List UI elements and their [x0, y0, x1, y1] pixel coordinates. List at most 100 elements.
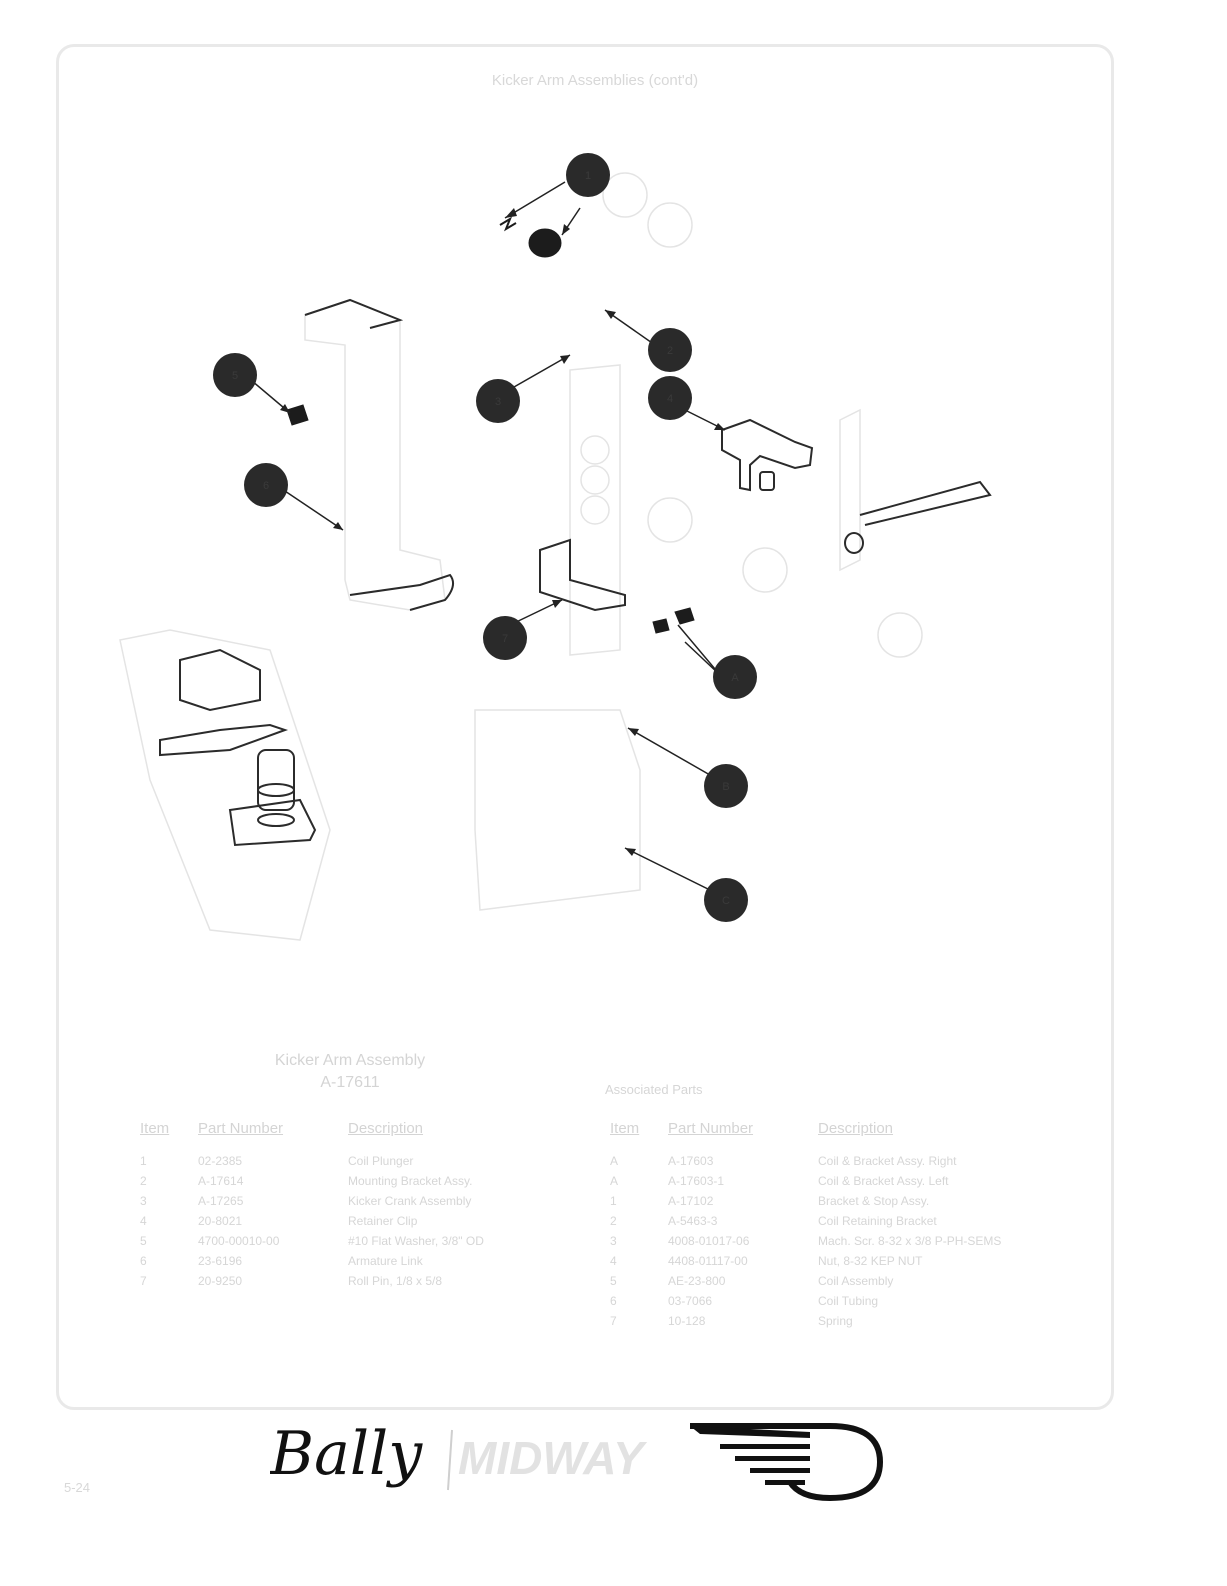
cell-part-number: A-17102	[668, 1194, 714, 1208]
page-frame	[56, 44, 1114, 1410]
header-part-number: Part Number	[668, 1120, 754, 1137]
cell-part-number: 10-128	[668, 1314, 706, 1328]
cell-item: A	[610, 1174, 619, 1188]
cell-item: 5	[140, 1234, 147, 1248]
cell-description: Retainer Clip	[348, 1214, 418, 1228]
callout-label: 2	[667, 345, 673, 357]
cell-description: Coil & Bracket Assy. Left	[818, 1174, 949, 1188]
table-row: 3 A-17265 Kicker Crank Assembly	[140, 1191, 484, 1211]
table-row: 1 A-17102 Bracket & Stop Assy.	[610, 1191, 1001, 1211]
callout-ball	[566, 153, 610, 197]
bally-midway-logo: Bally MIDWAY	[270, 1419, 884, 1502]
cell-description: Kicker Crank Assembly	[348, 1194, 472, 1208]
cell-description: Coil Assembly	[818, 1274, 894, 1288]
cell-description: Mounting Bracket Assy.	[348, 1174, 473, 1188]
table-row: 6 23-6196 Armature Link	[140, 1251, 484, 1271]
callout-label: 5	[232, 370, 238, 382]
parts-table: Item Part Number Description 1 02-2385 Coi…	[140, 1120, 484, 1291]
cell-item: 3	[610, 1234, 617, 1248]
callout-ball	[704, 878, 748, 922]
cell-item: 1	[610, 1194, 617, 1208]
cell-part-number: 4408-01117-00	[668, 1254, 748, 1268]
cell-description: Coil & Bracket Assy. Right	[818, 1154, 957, 1168]
assembly-title: Kicker Arm Assembly A-17611	[200, 1050, 500, 1094]
leader-arrowheads	[280, 208, 725, 856]
dark-parts	[286, 216, 695, 634]
cell-part-number: A-17603-1	[668, 1174, 725, 1188]
cell-part-number: 4700-00010-00	[198, 1234, 280, 1248]
cell-item: 2	[610, 1214, 617, 1228]
cell-item: 2	[140, 1174, 147, 1188]
callout-ball	[244, 463, 288, 507]
cell-item: 7	[140, 1274, 147, 1288]
cell-part-number: 23-6196	[198, 1254, 243, 1268]
cell-part-number: 02-2385	[198, 1154, 243, 1168]
parts-table-header: Item Part Number Description	[140, 1120, 484, 1151]
cell-description: #10 Flat Washer, 3/8" OD	[348, 1234, 484, 1248]
cell-description: Mach. Scr. 8-32 x 3/8 P-PH-SEMS	[818, 1234, 1002, 1248]
page-number: 5-24	[64, 1480, 91, 1495]
bally-logo-text: Bally	[270, 1419, 423, 1489]
cell-item: 1	[140, 1154, 147, 1168]
cell-description: Coil Retaining Bracket	[818, 1214, 937, 1228]
callout-ball	[704, 764, 748, 808]
cell-item: 6	[140, 1254, 147, 1268]
callout-ball	[648, 376, 692, 420]
header-description: Description	[818, 1120, 894, 1137]
cell-description: Nut, 8-32 KEP NUT	[818, 1254, 923, 1268]
callout-label: 4	[667, 393, 673, 405]
line-parts	[159, 298, 992, 847]
midway-wing-logo	[690, 1423, 884, 1502]
cell-part-number: A-17265	[198, 1194, 244, 1208]
faint-parts-drawing	[119, 172, 923, 941]
table-row: 5 4700-00010-00 #10 Flat Washer, 3/8" OD	[140, 1231, 484, 1251]
header-item: Item	[140, 1120, 170, 1137]
assembly-part-number: A-17611	[320, 1074, 380, 1091]
table-row: 5 AE-23-800 Coil Assembly	[610, 1271, 1001, 1291]
table-row: 1 02-2385 Coil Plunger	[140, 1151, 484, 1171]
cell-item: 4	[610, 1254, 617, 1268]
header-part-number: Part Number	[198, 1120, 284, 1137]
associated-parts-body: A A-17603 Coil & Bracket Assy. Right A A-176…	[610, 1151, 1001, 1331]
cell-item: 4	[140, 1214, 147, 1228]
table-row: 7 20-9250 Roll Pin, 1/8 x 5/8	[140, 1271, 484, 1291]
callout-label: 7	[502, 633, 508, 645]
table-row: 6 03-7066 Coil Tubing	[610, 1291, 1001, 1311]
cell-part-number: 20-9250	[198, 1274, 243, 1288]
callout-ball	[713, 655, 757, 699]
associated-parts-header: Item Part Number Description	[610, 1120, 1001, 1151]
assembly-name: Kicker Arm Assembly	[274, 1052, 426, 1069]
cell-part-number: A-17603	[668, 1154, 714, 1168]
callout-label: 1	[585, 170, 591, 182]
table-row: 4 4408-01117-00 Nut, 8-32 KEP NUT	[610, 1251, 1001, 1271]
cell-item: 7	[610, 1314, 617, 1328]
cell-item: 6	[610, 1294, 617, 1308]
callout-balls	[213, 153, 757, 922]
callout-label: B	[722, 781, 729, 793]
callout-ball	[648, 328, 692, 372]
callout-label: C	[722, 895, 730, 907]
cell-part-number: AE-23-800	[668, 1274, 726, 1288]
midway-logo-text: MIDWAY	[458, 1432, 648, 1484]
cell-item: 3	[140, 1194, 147, 1208]
cell-item: 5	[610, 1274, 617, 1288]
cell-description: Armature Link	[348, 1254, 423, 1268]
cell-description: Coil Plunger	[348, 1154, 414, 1168]
table-row: A A-17603-1 Coil & Bracket Assy. Left	[610, 1171, 1001, 1191]
callout-ball	[213, 353, 257, 397]
cell-part-number: 03-7066	[668, 1294, 713, 1308]
cell-description: Coil Tubing	[818, 1294, 879, 1308]
leader-lines	[244, 181, 726, 891]
callout-label: 6	[263, 480, 269, 492]
cell-description: Roll Pin, 1/8 x 5/8	[348, 1274, 443, 1288]
cell-description: Bracket & Stop Assy.	[818, 1194, 930, 1208]
